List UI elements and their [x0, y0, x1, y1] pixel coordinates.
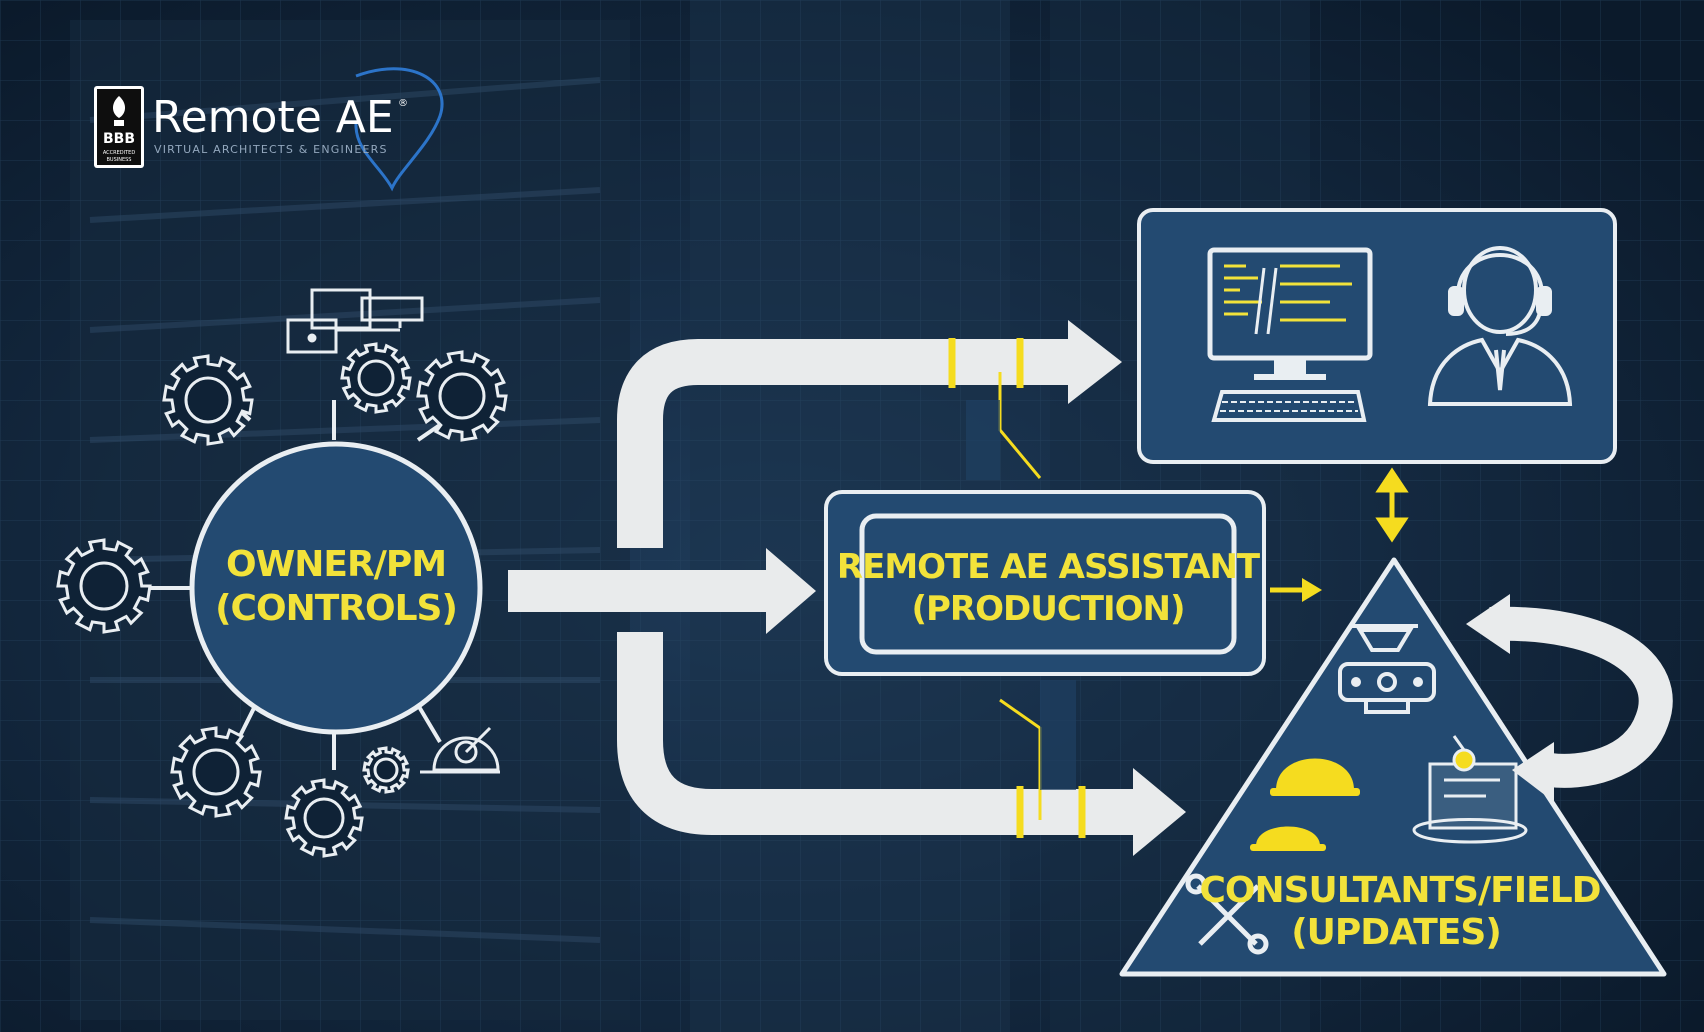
gear-icon	[284, 778, 364, 858]
gear-cluster	[56, 342, 508, 858]
tools-icon	[1185, 873, 1269, 955]
gauge-icon	[420, 726, 500, 774]
bbb-badge-sub1: ACCREDITED	[103, 150, 135, 156]
logo-subtitle: VIRTUAL ARCHITECTS & ENGINEERS	[154, 143, 388, 156]
flow-arrows	[508, 320, 1186, 856]
devices-icon	[286, 288, 424, 354]
arrow-head-consultants	[1133, 768, 1186, 856]
assistant-sublabel: (PRODUCTION)	[911, 589, 1184, 629]
drone-camera-icon	[1338, 624, 1436, 714]
arrow-head-assistant	[766, 548, 816, 634]
logo-title: Remote AE	[152, 92, 394, 143]
feedback-loop-arrow	[1466, 594, 1673, 802]
gear-hub	[438, 372, 486, 420]
location-pin-icon	[354, 67, 444, 192]
owner-circle	[189, 441, 483, 735]
bidirectional-arrow	[1375, 467, 1409, 543]
assistant-panel: REMOTE AE ASSISTANT (PRODUCTION)	[824, 490, 1266, 676]
arrow-to-workstation	[617, 339, 1070, 548]
bbb-badge-sub2: BUSINESS	[107, 157, 132, 163]
consultants-sublabel: (UPDATES)	[1291, 912, 1501, 953]
gear-hub	[357, 359, 395, 397]
owner-pm-hub: OWNER/PM (CONTROLS)	[150, 398, 483, 770]
arrow-head-workstation	[1068, 320, 1122, 404]
gear-hub	[184, 376, 232, 424]
gear-hub	[192, 748, 240, 796]
remote-ae-logo: BBB ACCREDITED BUSINESS Remote AE ® VIRT…	[94, 67, 444, 192]
flame-icon	[112, 96, 126, 118]
gear-hub	[79, 561, 129, 611]
hard-hat-icon	[1250, 758, 1360, 851]
gear-icon	[362, 746, 410, 794]
owner-sublabel: (CONTROLS)	[215, 588, 457, 629]
gear-hub	[303, 797, 345, 839]
bbb-badge-text: BBB	[103, 131, 135, 147]
gear-icon	[162, 354, 254, 446]
gear-icon	[170, 726, 262, 818]
owner-label: OWNER/PM	[226, 544, 446, 585]
arrow-to-consultants	[617, 632, 1135, 835]
logo-trademark: ®	[398, 98, 408, 109]
assistant-label: REMOTE AE ASSISTANT	[837, 547, 1261, 587]
consultants-label: CONSULTANTS/FIELD	[1199, 870, 1600, 911]
gear-icon	[416, 350, 508, 442]
headset-agent-icon	[1427, 246, 1573, 406]
workstation-panel	[1137, 208, 1617, 464]
gear-hub	[373, 757, 399, 783]
blueprint-icon	[1412, 735, 1528, 844]
assistant-to-consultants-arrow	[1270, 578, 1322, 602]
computer-icon	[1207, 247, 1373, 422]
gear-icon	[56, 538, 152, 634]
gear-icon	[340, 342, 412, 414]
arrow-to-assistant	[508, 570, 770, 612]
